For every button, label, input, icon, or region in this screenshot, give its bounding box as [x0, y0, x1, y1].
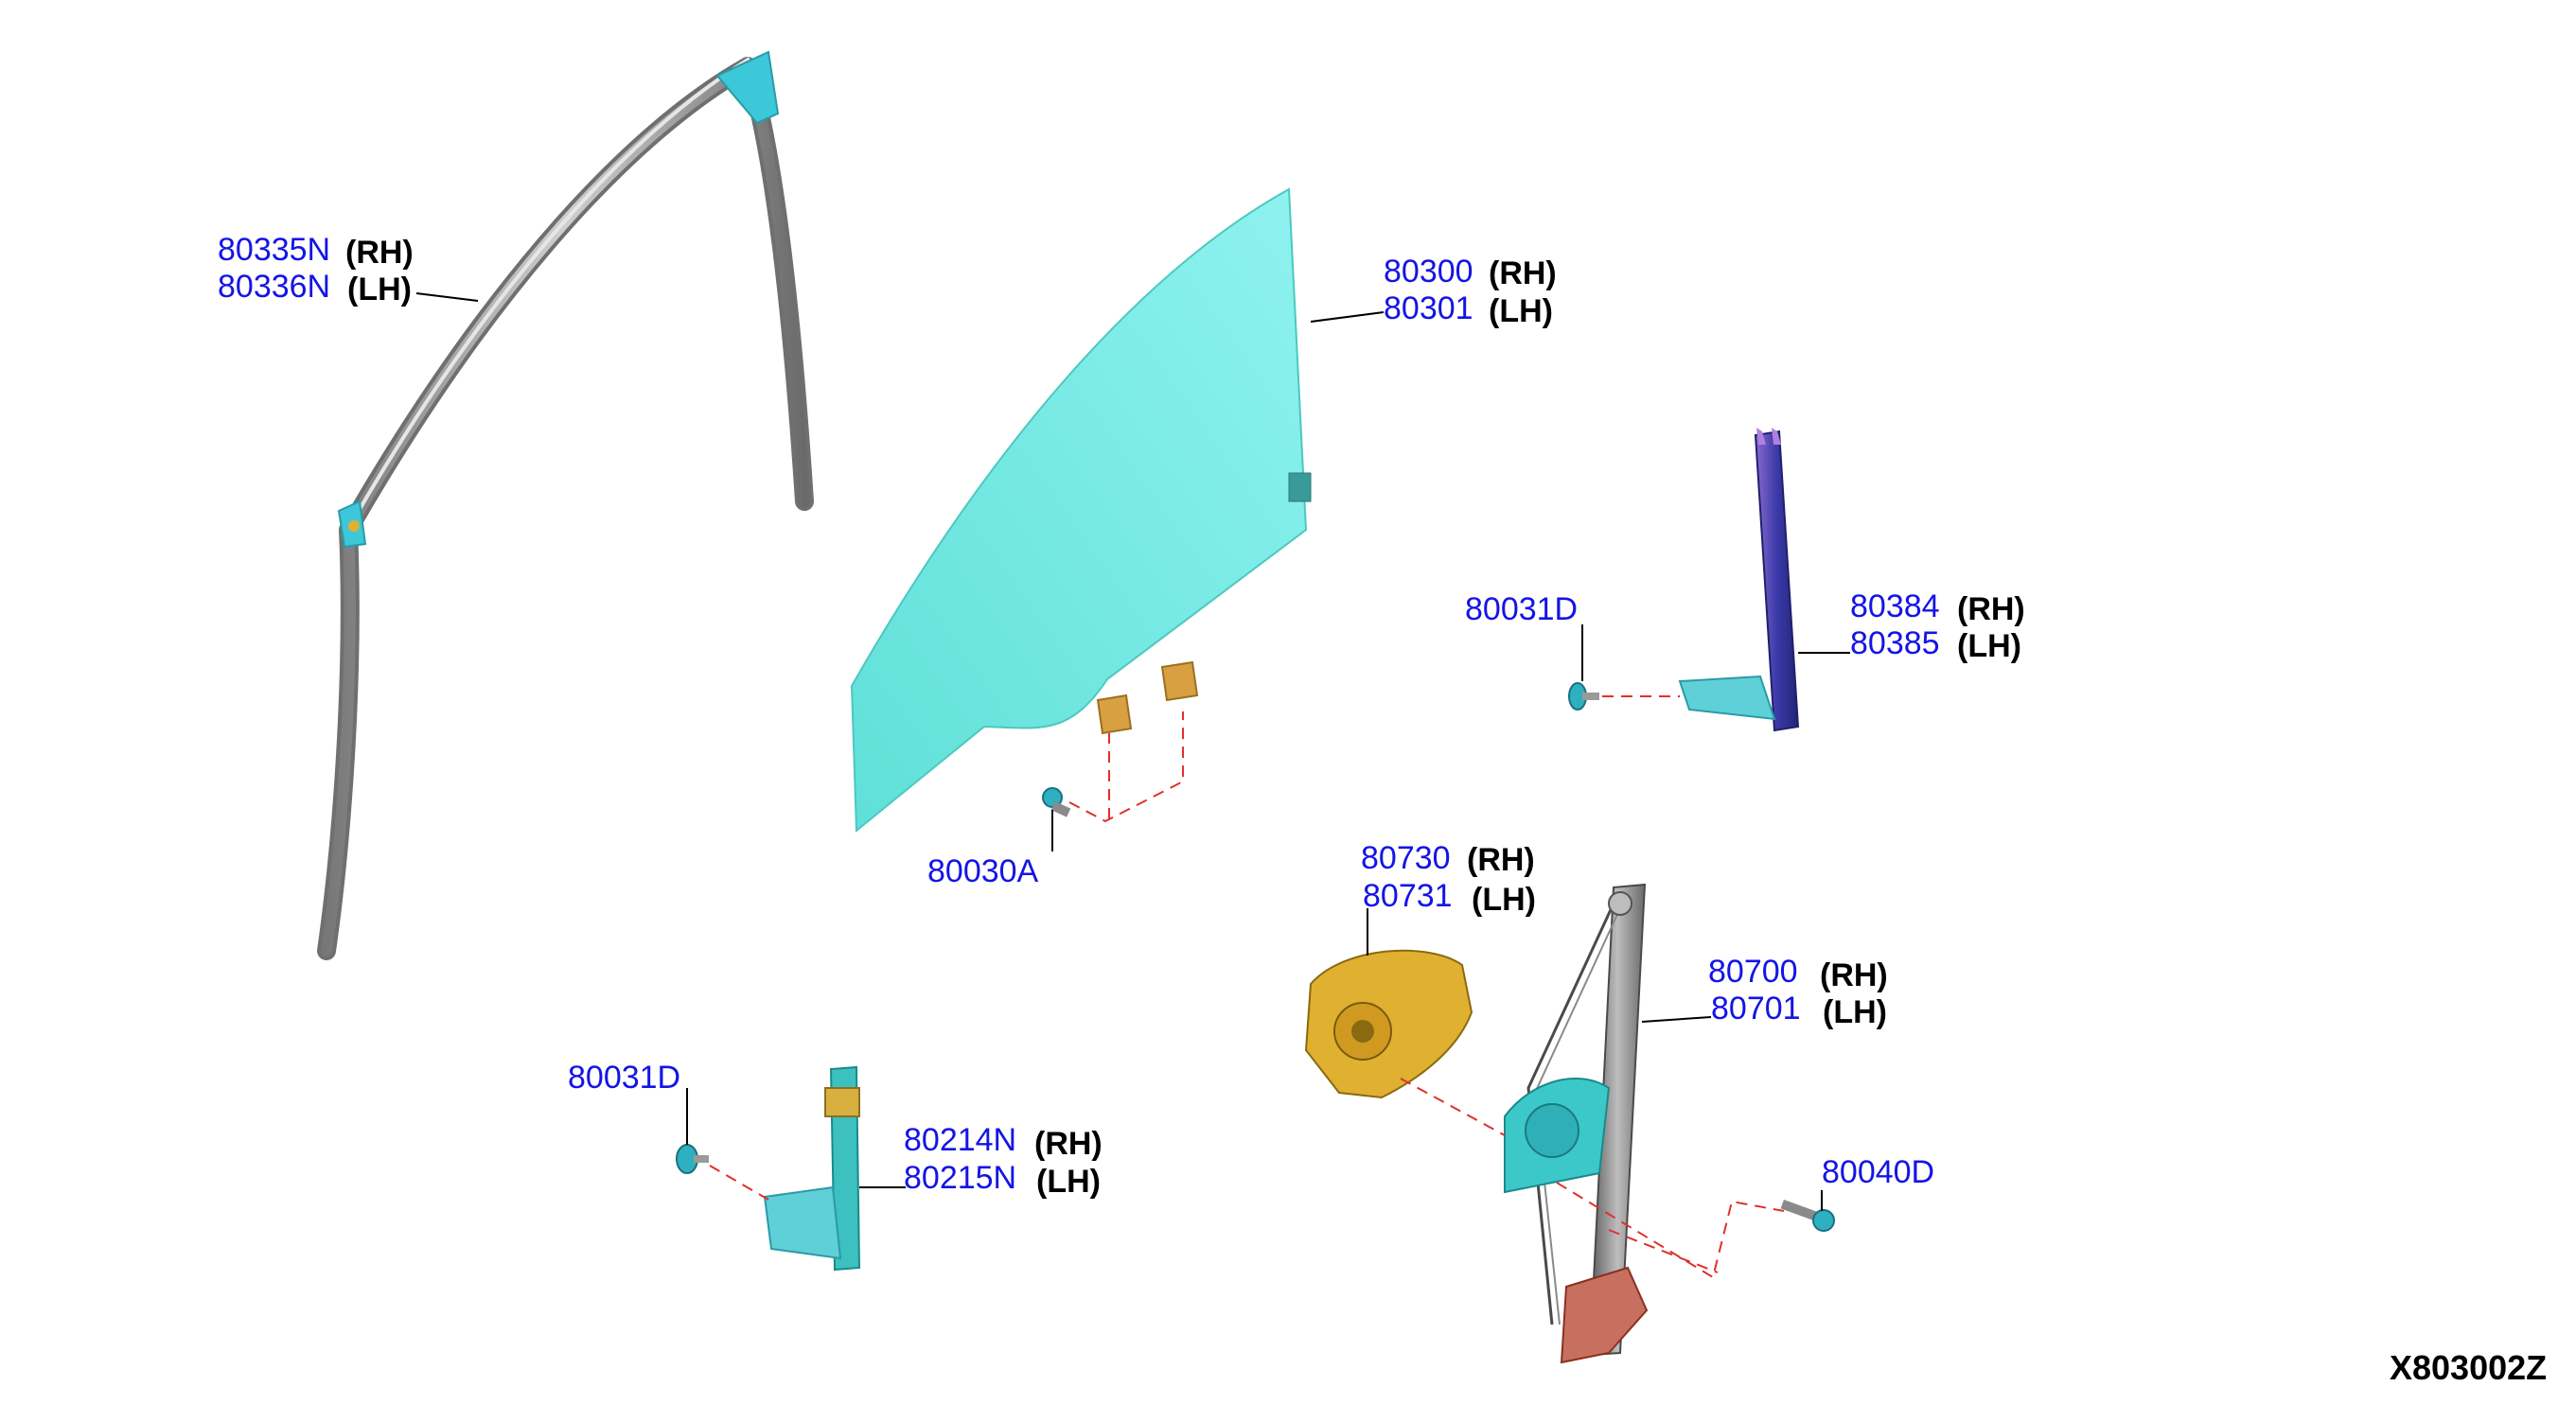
side-label-rh: (RH) — [1034, 1126, 1103, 1162]
front-glass-channel — [763, 1065, 861, 1272]
part-number-80384[interactable]: 80384 — [1850, 588, 1940, 624]
callout-labels: 80335N (RH) 80336N (LH) 80300 (RH) 80301… — [218, 232, 2547, 1387]
side-label-lh: (LH) — [347, 272, 412, 307]
part-number-80335n[interactable]: 80335N — [218, 232, 330, 268]
part-number-80040d[interactable]: 80040D — [1822, 1154, 1934, 1190]
side-label-rh: (RH) — [1957, 591, 2025, 627]
leader-lines — [415, 292, 1850, 1211]
part-number-80300[interactable]: 80300 — [1384, 254, 1473, 290]
bolt-80040d — [1780, 1200, 1835, 1232]
side-label-lh: (LH) — [1489, 293, 1553, 329]
part-number-80031d[interactable]: 80031D — [1465, 591, 1578, 627]
part-number-80701[interactable]: 80701 — [1711, 991, 1801, 1027]
side-label-lh: (LH) — [1472, 882, 1536, 918]
bolt-80031d-upper — [1568, 682, 1599, 711]
assembly-dash-lines — [709, 695, 1785, 1279]
regulator-motor — [1304, 949, 1473, 1099]
side-label-rh: (RH) — [1467, 842, 1535, 878]
side-label-lh: (LH) — [1823, 994, 1887, 1030]
side-label-rh: (RH) — [1489, 255, 1557, 291]
part-number-80731[interactable]: 80731 — [1363, 878, 1453, 914]
bolt-80031d-lower — [676, 1144, 709, 1174]
diagram-code: X803002Z — [2390, 1348, 2547, 1387]
side-label-lh: (LH) — [1036, 1164, 1101, 1200]
part-number-80336n[interactable]: 80336N — [218, 269, 330, 305]
side-label-rh: (RH) — [345, 235, 414, 271]
side-label-lh: (LH) — [1957, 628, 2021, 664]
door-glass — [850, 187, 1312, 834]
rear-glass-channel — [1678, 428, 1800, 732]
part-number-80215n[interactable]: 80215N — [904, 1160, 1016, 1196]
part-number-80301[interactable]: 80301 — [1384, 290, 1473, 326]
window-regulator — [1504, 883, 1649, 1364]
side-label-rh: (RH) — [1820, 957, 1888, 993]
bolt-80030a — [1042, 787, 1071, 817]
part-number-80214n[interactable]: 80214N — [904, 1122, 1016, 1158]
part-number-80030a[interactable]: 80030A — [927, 853, 1039, 889]
part-number-80730[interactable]: 80730 — [1361, 840, 1451, 876]
part-number-80700[interactable]: 80700 — [1708, 954, 1798, 990]
part-number-80385[interactable]: 80385 — [1850, 625, 1940, 661]
part-number-80031d[interactable]: 80031D — [568, 1060, 680, 1096]
door-frame-weatherstrip — [317, 50, 814, 960]
